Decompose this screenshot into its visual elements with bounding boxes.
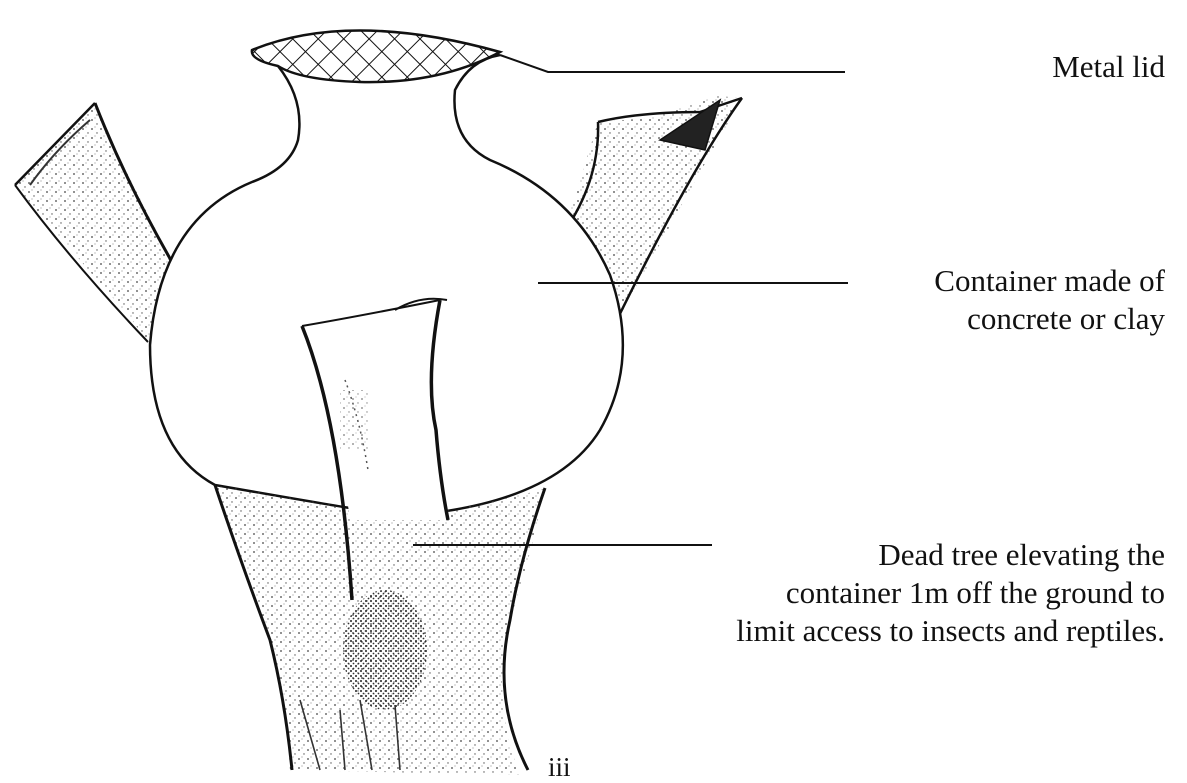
figure-number: iii	[548, 752, 571, 783]
tree-label-line-1: Dead tree elevating the	[736, 536, 1165, 574]
tree-label-line-2: container 1m off the ground to	[736, 574, 1165, 612]
lid-label-text: Metal lid	[1052, 48, 1165, 86]
lid-leader-line	[500, 55, 845, 72]
tree-label: Dead tree elevating the container 1m off…	[736, 536, 1165, 650]
container-label: Container made of concrete or clay	[934, 262, 1165, 338]
tree-trunk	[215, 485, 545, 775]
lid-label: Metal lid	[1052, 48, 1165, 86]
left-branch	[15, 103, 172, 345]
container-label-line-2: concrete or clay	[934, 300, 1165, 338]
tree-label-line-3: limit access to insects and reptiles.	[736, 612, 1165, 650]
container-label-line-1: Container made of	[934, 262, 1165, 300]
